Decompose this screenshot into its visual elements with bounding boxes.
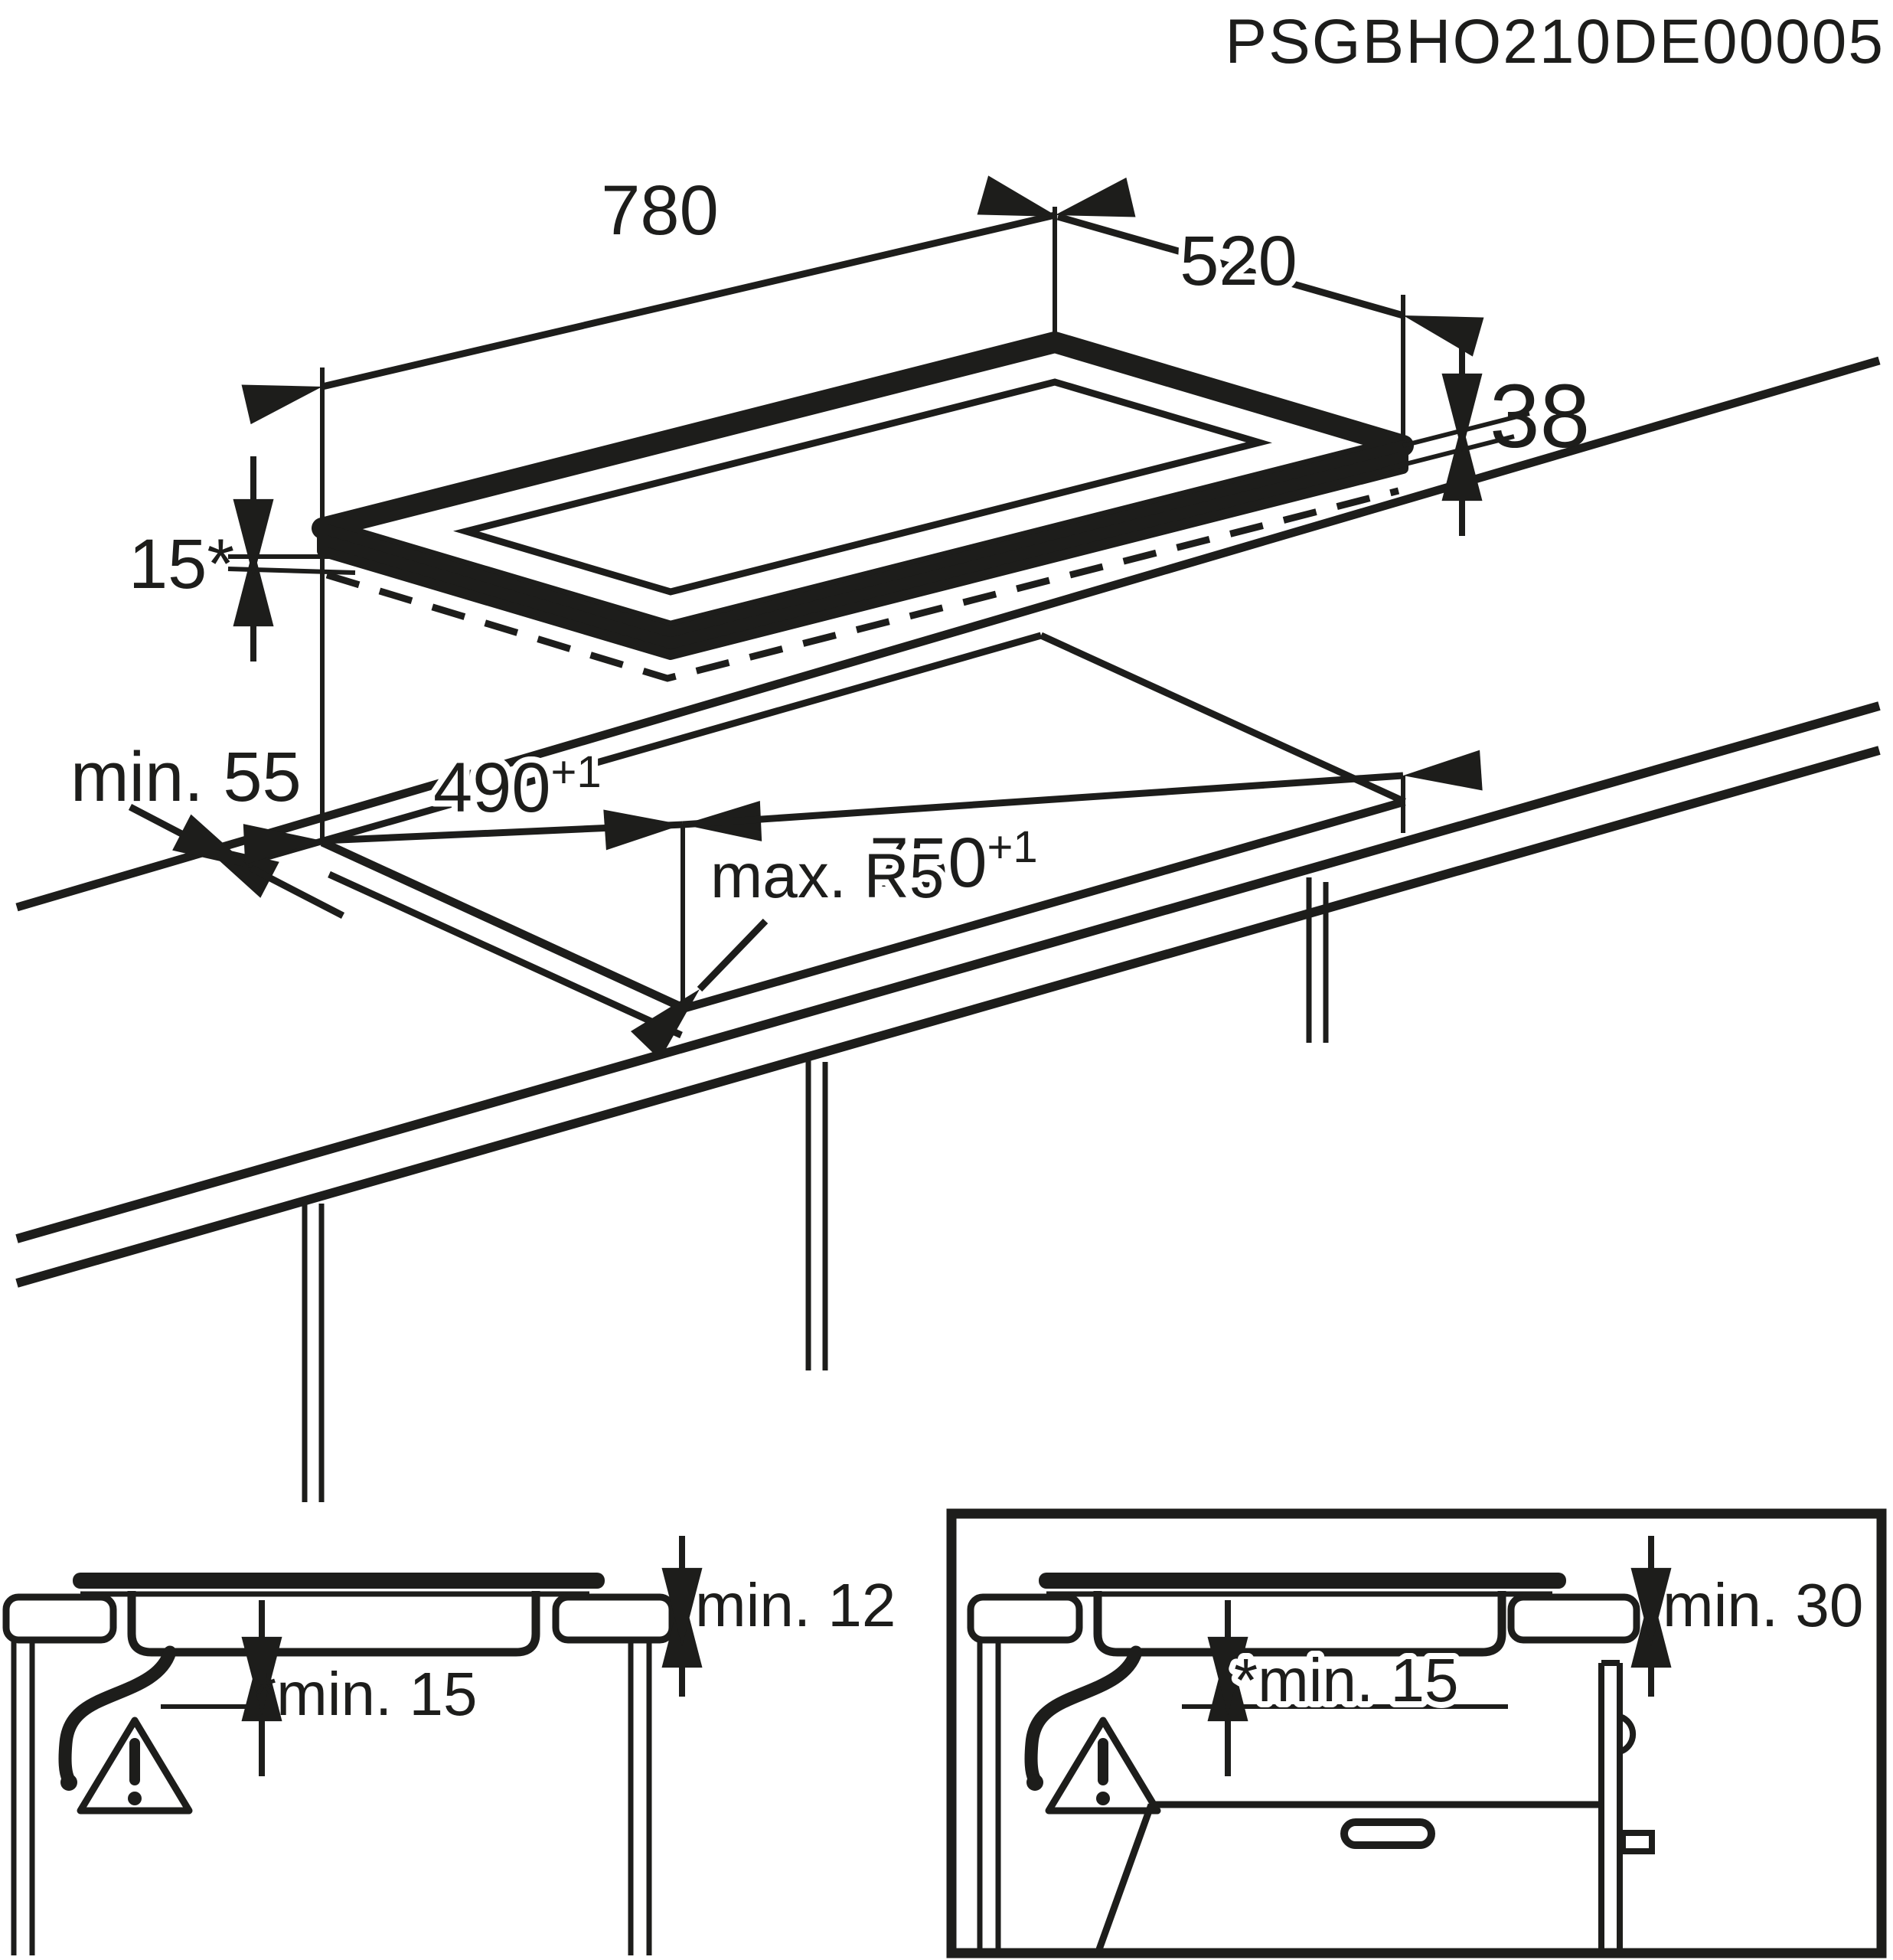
- dimension-hob-depth: 520: [977, 175, 1484, 436]
- oven-hinge-bulge: [1618, 1713, 1637, 1755]
- dimension-label-520: 520: [1180, 222, 1297, 300]
- worktop-right-block: [1507, 1593, 1640, 1644]
- warning-triangle-icon: [77, 1717, 193, 1815]
- warning-triangle-icon: [1045, 1717, 1161, 1815]
- dimension-line: [603, 750, 1483, 851]
- hob-box-section: [127, 1591, 540, 1657]
- dimension-line: [977, 175, 1484, 357]
- dimension-label-38: 38: [1490, 366, 1590, 467]
- dimension-cutout-width: 750+1: [603, 750, 1483, 1007]
- dimension-cutout-depth: 490+1: [243, 741, 762, 865]
- dimension-label-750: 750+1: [870, 822, 1038, 902]
- dimension-rear-clearance: min. 55: [70, 738, 345, 919]
- worktop-left-block: [967, 1593, 1083, 1644]
- clearance-label-min30: min. 30: [1663, 1571, 1863, 1639]
- main-view: 780 520 38 15* min. 55: [15, 172, 1881, 1502]
- oven-handle: [1340, 1818, 1435, 1849]
- worktop-front-face-bottom: [15, 746, 1881, 1288]
- drawing-code: PSGBHO210DE00005: [1225, 7, 1885, 77]
- worktop-front-edge: [15, 701, 1881, 1243]
- dimension-label-maxR5: max. R5: [710, 841, 944, 911]
- cutout-front-left-edge: [320, 838, 687, 1012]
- cabinet-legs: [302, 877, 1329, 1502]
- worktop-right-block: [552, 1593, 676, 1644]
- dimension-label-min55: min. 55: [70, 738, 302, 816]
- oven-knob: [1620, 1830, 1655, 1854]
- dimension-label-15: 15*: [129, 525, 234, 603]
- glass-panel: [1039, 1573, 1566, 1589]
- dimension-line: [241, 177, 1136, 425]
- hob-box-section: [1093, 1591, 1506, 1657]
- detail-section-cabinet: min. 12 *min. 15: [2, 1536, 896, 1955]
- cutout-left-inner-face: [328, 871, 683, 1039]
- mains-cable: [1024, 1645, 1143, 1791]
- detail-section-oven: min. 30 *min. 15: [946, 1508, 1887, 1958]
- dimension-build-in-height: 38: [1381, 341, 1590, 536]
- dimension-corner-radius: max. R5: [630, 835, 950, 1060]
- mains-cable: [58, 1645, 177, 1791]
- clearance-label-min15: *min. 15: [253, 1660, 477, 1728]
- clearance-label-min15: *min. 15: [1234, 1646, 1458, 1714]
- detail-frame: [946, 1508, 1887, 1958]
- glass-panel: [73, 1573, 605, 1589]
- clearance-label-min12: min. 12: [695, 1571, 896, 1639]
- built-in-oven: [1095, 1660, 1655, 1951]
- hob-hidden-bottom-edge: [325, 487, 1400, 682]
- worktop-left-block: [2, 1593, 117, 1644]
- dimension-label-490: 490+1: [433, 747, 602, 827]
- dimension-hob-width: 780: [241, 172, 1136, 842]
- hob: [312, 332, 1414, 682]
- dimension-label-780: 780: [601, 172, 719, 250]
- hob-glass-inner-line: [453, 378, 1272, 596]
- dimension-glass-edge: 15*: [129, 456, 356, 662]
- cabinet-side-walls: [11, 1640, 652, 1955]
